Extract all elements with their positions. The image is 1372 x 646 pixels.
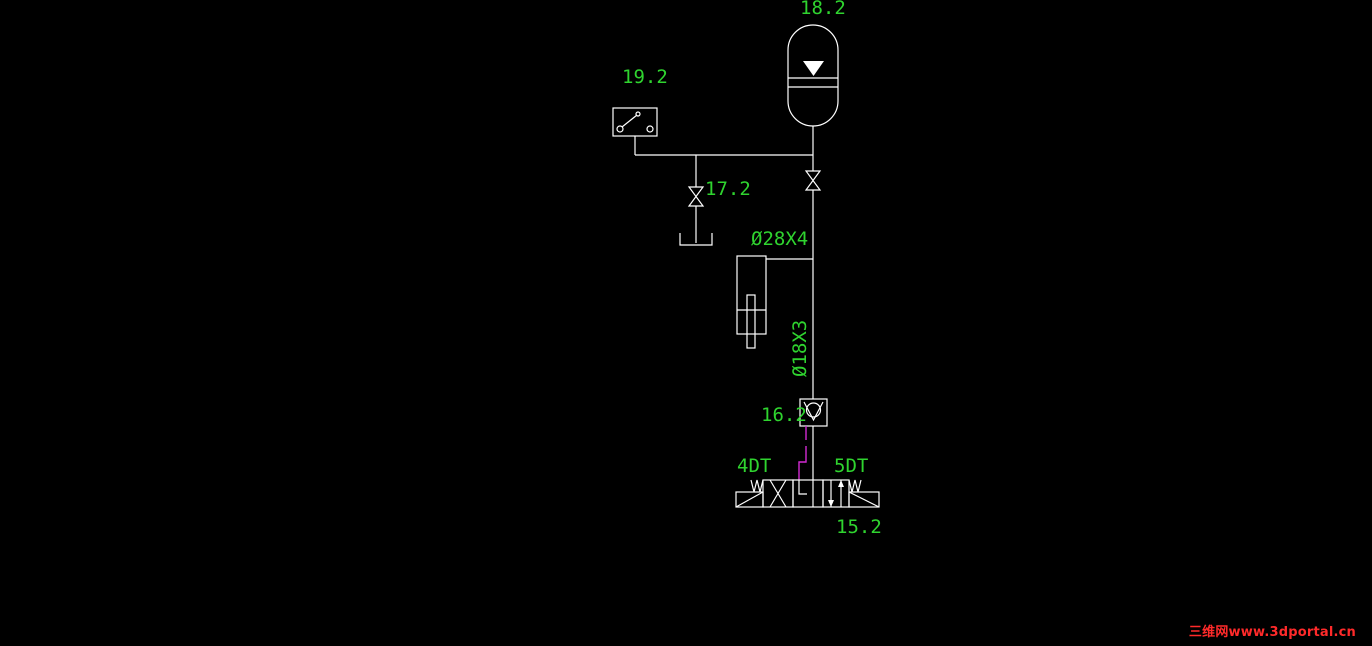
drain-valve-symbol — [687, 186, 705, 207]
drain-valve-label: 17.2 — [705, 178, 751, 200]
watermark: 三维网www.3dportal.cn — [1188, 625, 1356, 640]
pressure-switch-symbol — [612, 107, 658, 137]
pipe-upper-label: Ø28X4 — [751, 228, 808, 250]
cylinder-symbol — [736, 255, 767, 349]
accumulator-symbol — [787, 24, 839, 127]
tank-symbol — [679, 233, 713, 246]
pipe-lower-label: Ø18X3 — [789, 320, 811, 377]
accumulator-label: 18.2 — [800, 0, 846, 19]
directional-valve-label: 15.2 — [836, 516, 882, 538]
check-valve-label: 16.2 — [761, 404, 807, 426]
main-shutoff-valve — [804, 170, 822, 191]
solenoid-right-label: 5DT — [834, 455, 868, 477]
directional-valve-symbol — [735, 479, 880, 508]
solenoid-left-label: 4DT — [737, 455, 771, 477]
pressure-switch-label: 19.2 — [622, 66, 668, 88]
pilot-line-lower — [798, 446, 807, 480]
